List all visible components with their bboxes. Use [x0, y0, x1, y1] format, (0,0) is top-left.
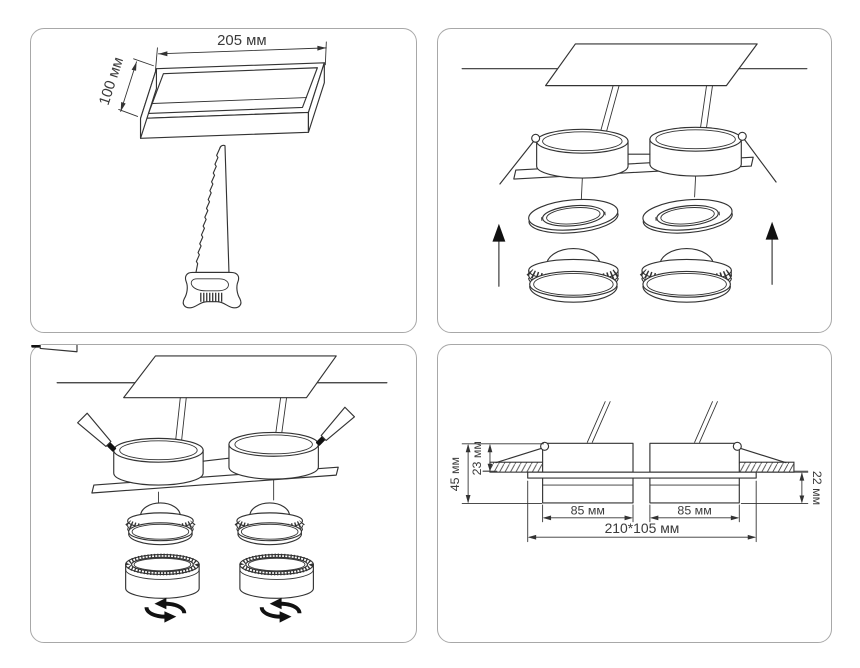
panel-step-insert-fixture — [437, 28, 832, 333]
ceiling-tile — [123, 355, 337, 399]
dim-overall: 210*105 мм — [527, 480, 757, 543]
screwdriver-icon — [77, 412, 121, 456]
panel-step-cut-opening: 205 мм 100 мм — [30, 28, 417, 333]
dim-total-height-label: 45 мм — [448, 457, 462, 491]
dim-overall-label: 210*105 мм — [605, 520, 680, 536]
saw-icon — [182, 144, 242, 309]
gx53-lamp-icon — [642, 249, 731, 303]
gx53-lamp-icon — [237, 503, 303, 545]
ceiling-tile — [545, 43, 758, 87]
up-arrow-icon — [492, 223, 506, 287]
dim-left-cup: 85 мм — [542, 503, 634, 523]
panel-step-fasten-and-twist — [30, 344, 417, 643]
trim-ring — [528, 198, 619, 234]
rotate-arrows-icon — [259, 597, 302, 623]
lamp-pins — [580, 175, 697, 200]
rotate-arrows-icon — [144, 597, 187, 623]
dim-below-ceiling-label: 22 мм — [810, 471, 824, 505]
screwdriver-icon — [31, 345, 78, 353]
supply-wires — [586, 401, 718, 443]
fasten-drawing — [31, 345, 388, 623]
dim-width-label: 205 мм — [217, 33, 266, 49]
dimensions-drawing: 45 мм 23 мм 22 мм — [448, 401, 824, 543]
fixture-housings — [113, 431, 319, 486]
dim-right-cup-label: 85 мм — [677, 503, 711, 517]
spring-clips — [499, 131, 777, 185]
trim-ring — [641, 195, 735, 238]
fixture-housings — [536, 126, 742, 179]
dim-width: 205 мм — [155, 33, 327, 72]
dim-above-ceiling-label: 23 мм — [470, 441, 484, 475]
ceiling-section — [482, 461, 809, 473]
cover-ring-icon — [240, 555, 314, 599]
spring-clips — [495, 441, 787, 464]
dim-total-height: 45 мм — [448, 443, 545, 504]
cutout-drawing: 205 мм 100 мм — [97, 33, 327, 309]
dim-above-ceiling: 23 мм — [470, 441, 498, 475]
gx53-lamp-icon — [526, 247, 621, 303]
insert-drawing — [461, 43, 808, 332]
dim-depth-label: 100 мм — [97, 55, 128, 107]
fixture-housings — [542, 442, 740, 473]
cover-ring-icon — [125, 553, 200, 599]
trim-plate — [527, 471, 757, 479]
lamp-cups — [542, 477, 740, 504]
screwdriver-icon — [312, 406, 356, 450]
dim-left-cup-label: 85 мм — [571, 503, 605, 517]
gx53-lamp-icon — [125, 502, 196, 546]
up-arrow-icon — [765, 221, 779, 285]
supply-wires — [598, 85, 713, 137]
dim-below-ceiling: 22 мм — [740, 471, 824, 505]
panel-dimensions: 45 мм 23 мм 22 мм — [437, 344, 832, 643]
ceiling-cutout-box — [139, 62, 325, 139]
dim-right-cup: 85 мм — [649, 503, 740, 523]
supply-wires — [174, 397, 288, 444]
